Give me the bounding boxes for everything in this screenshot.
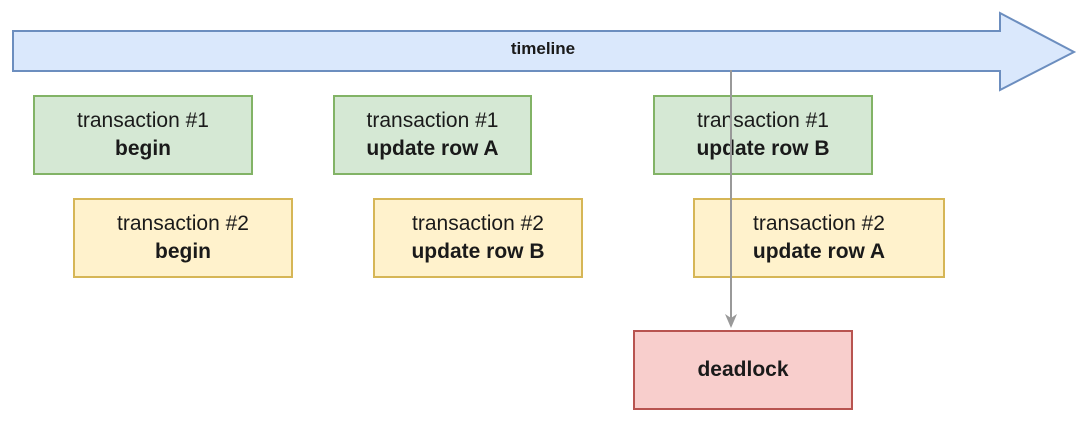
box-action-label: update row B (696, 137, 830, 160)
box-action-label: begin (115, 137, 171, 160)
tx1-update-b-box[interactable]: transaction #1 update row B (653, 95, 873, 175)
tx2-update-b-box[interactable]: transaction #2 update row B (373, 198, 583, 278)
tx1-begin-box[interactable]: transaction #1 begin (33, 95, 253, 175)
box-transaction-label: transaction #1 (697, 109, 829, 132)
box-transaction-label: transaction #2 (753, 212, 885, 235)
box-transaction-label: transaction #2 (412, 212, 544, 235)
box-action-label: update row A (752, 240, 886, 263)
timeline-label: timeline (510, 39, 576, 58)
box-transaction-label: transaction #2 (117, 212, 249, 235)
tx1-update-a-box[interactable]: transaction #1 update row A (333, 95, 532, 175)
timeline-arrow (12, 11, 1077, 92)
box-transaction-label: transaction #1 (77, 109, 209, 132)
deadlock-label: deadlock (697, 358, 789, 381)
deadlock-box[interactable]: deadlock (633, 330, 853, 410)
tx2-update-a-box[interactable]: transaction #2 update row A (693, 198, 945, 278)
tx2-begin-box[interactable]: transaction #2 begin (73, 198, 293, 278)
box-action-label: update row A (366, 137, 499, 160)
box-transaction-label: transaction #1 (366, 109, 499, 132)
box-action-label: begin (155, 240, 211, 263)
box-action-label: update row B (411, 240, 545, 263)
